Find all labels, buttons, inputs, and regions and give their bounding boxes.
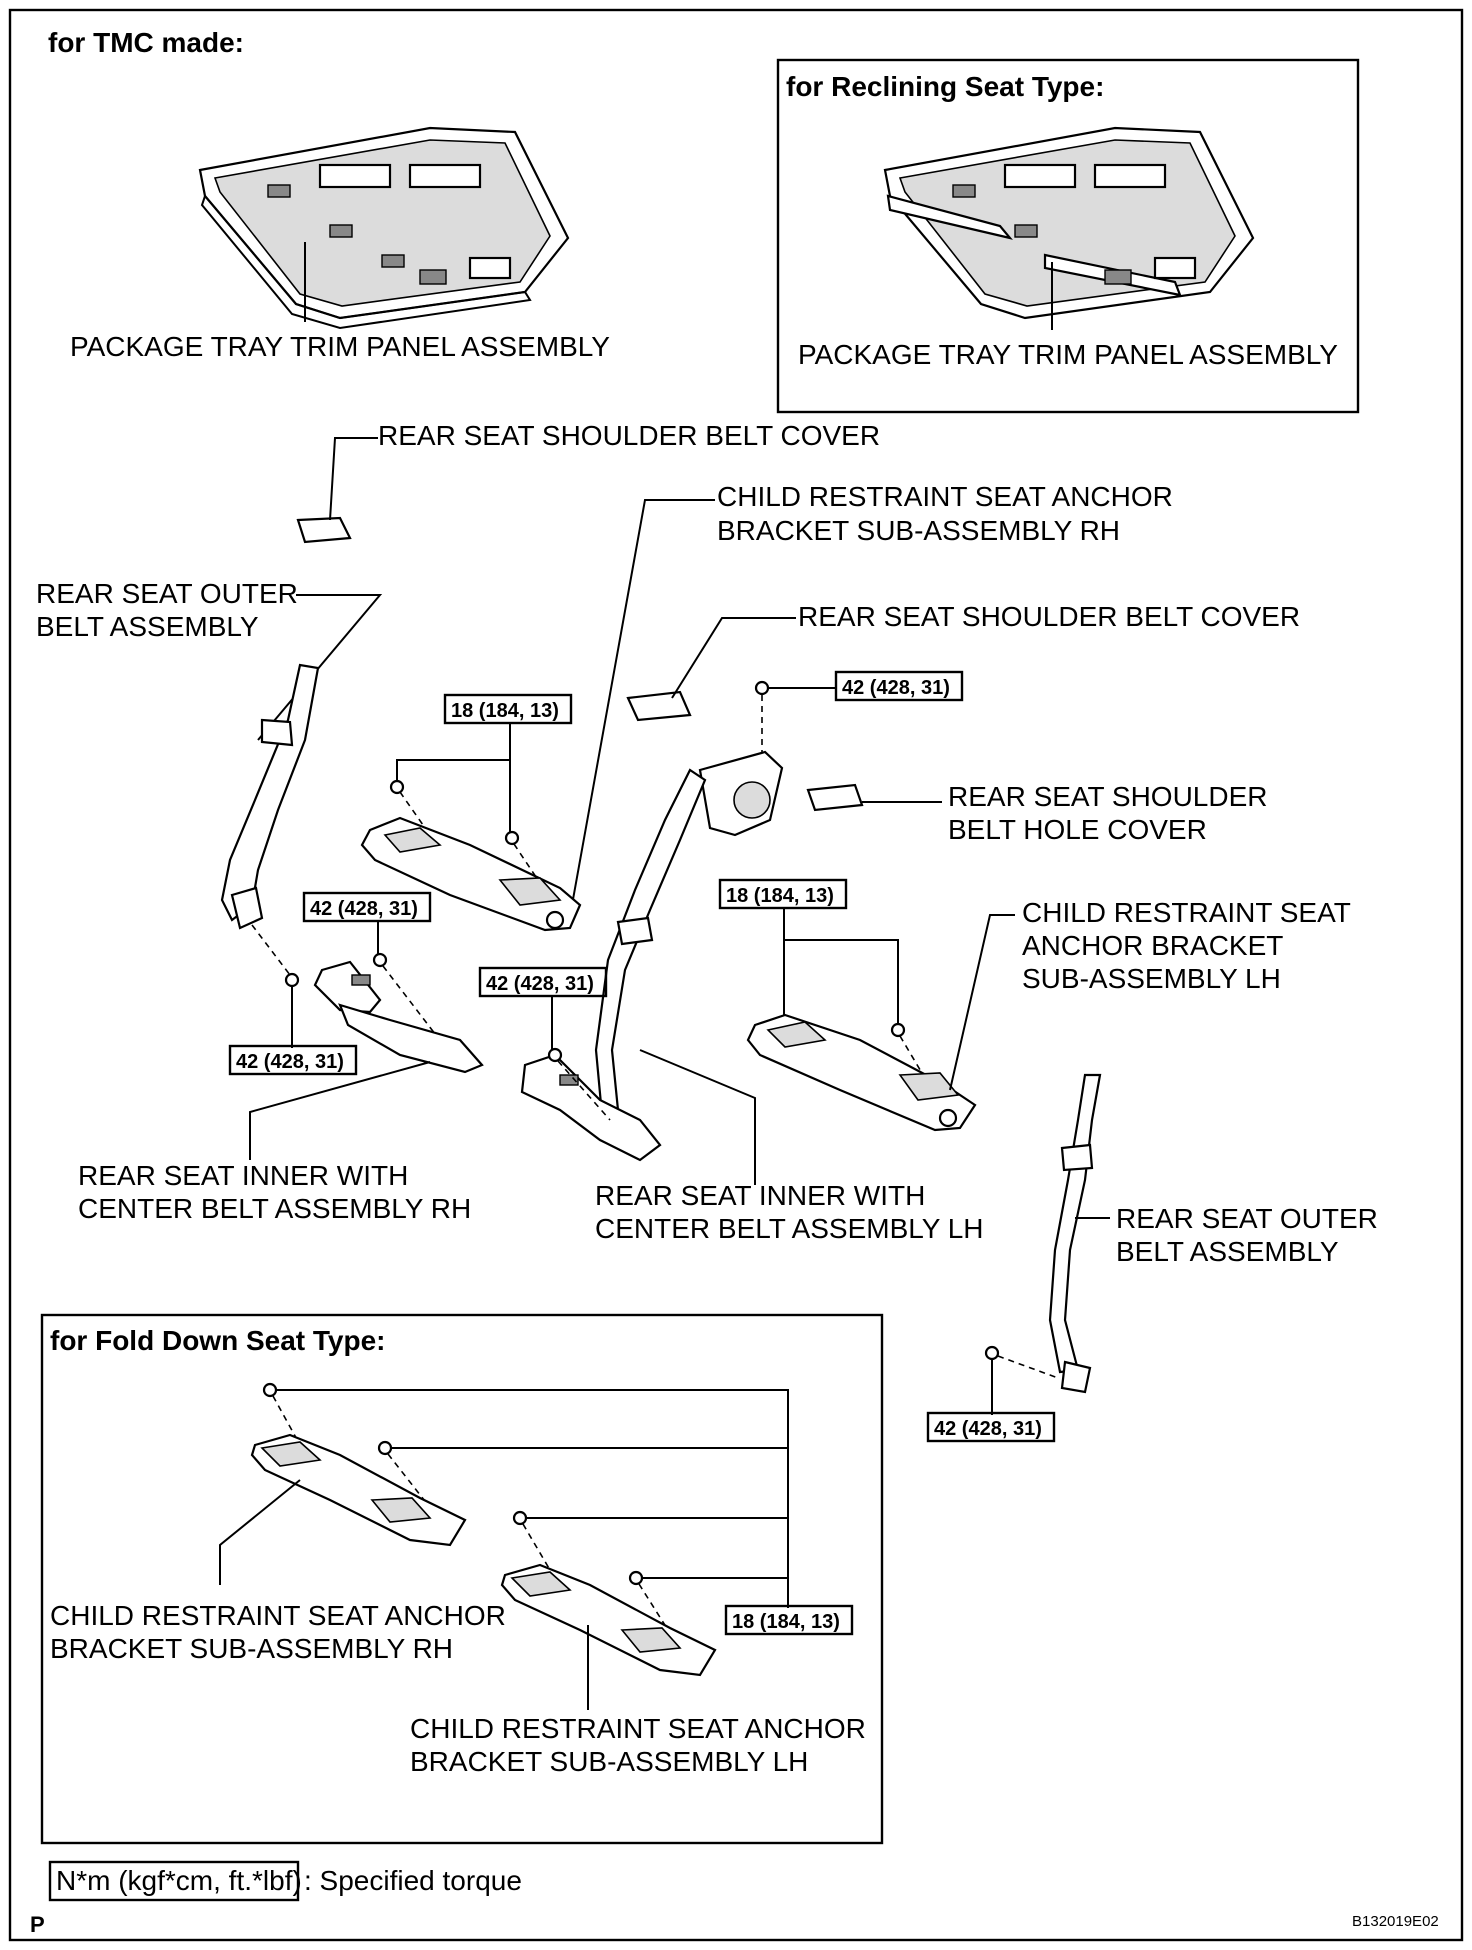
fold-leader-1 [276,1389,789,1608]
label-inner-lh-1: REAR SEAT INNER WITH [595,1180,925,1211]
torque-box-outer-lh [926,1411,1056,1443]
label-inner-rh-2: CENTER BELT ASSEMBLY RH [78,1193,471,1224]
leader-torque-anchor-rh [396,759,511,834]
legend-box [48,1860,300,1902]
fold-down-box [40,1313,884,1845]
bolt-anchor-rh-2 [504,830,520,846]
bolt-inner-rh [372,952,388,968]
leader-fold-anchor-rh [219,1479,301,1585]
anchor-bracket-lh-drawing [746,1013,977,1132]
leader-shoulder-cover-1 [329,437,378,521]
label-fold-anchor-rh-1: CHILD RESTRAINT SEAT ANCHOR [50,1600,506,1631]
fold-anchor-rh-drawing [250,1433,467,1547]
label-fold-anchor-lh-1: CHILD RESTRAINT SEAT ANCHOR [410,1713,866,1744]
page-border [8,8,1464,1942]
torque-inner-rh: 42 (428, 31) [310,898,418,920]
outer-belt-rh-drawing [220,663,320,930]
label-inner-rh-1: REAR SEAT INNER WITH [78,1160,408,1191]
torque-anchor-lh: 18 (184, 13) [726,885,834,907]
label-anchor-lh-1: CHILD RESTRAINT SEAT [1022,897,1351,928]
label-inner-lh-2: CENTER BELT ASSEMBLY LH [595,1213,984,1244]
inner-belt-lh-drawing [520,750,784,1162]
header-tmc: for TMC made: [48,27,244,58]
label-anchor-lh-3: SUB-ASSEMBLY LH [1022,963,1281,994]
bolt-dash-outer-lh [997,1355,1059,1379]
label-shoulder-cover-1: REAR SEAT SHOULDER BELT COVER [378,420,880,451]
fold-bolt-1 [262,1382,278,1398]
header-reclining: for Reclining Seat Type: [786,71,1104,102]
bolt-retractor [754,680,770,696]
label-hole-cover-2: BELT HOLE COVER [948,814,1207,845]
label-hole-cover-1: REAR SEAT SHOULDER [948,781,1267,812]
fold-bolt-4 [628,1570,644,1586]
fold-bolt-3 [512,1510,528,1526]
legend-text: : Specified torque [304,1865,522,1896]
leader-shoulder-cover-2 [671,617,796,699]
torque-box-retractor [834,670,964,702]
label-fold-anchor-rh-2: BRACKET SUB-ASSEMBLY RH [50,1633,453,1664]
label-fold-anchor-lh-2: BRACKET SUB-ASSEMBLY LH [410,1746,808,1777]
label-anchor-lh-2: ANCHOR BRACKET [1022,930,1283,961]
footer-code: B132019E02 [1352,1913,1439,1930]
shoulder-cover-1-drawing [296,516,352,544]
label-outer-rh-1: REAR SEAT OUTER [36,578,298,609]
bolt-inner-lh [547,1047,563,1063]
bolt-anchor-lh-2 [890,1022,906,1038]
inner-belt-rh-drawing [313,960,484,1074]
fold-bolt-2 [377,1440,393,1456]
torque-box-outer-rh [228,1044,358,1076]
torque-outer-rh: 42 (428, 31) [236,1051,344,1073]
torque-box-inner-lh [478,966,608,998]
label-tray-main: PACKAGE TRAY TRIM PANEL ASSEMBLY [70,331,610,362]
label-anchor-rh-1: CHILD RESTRAINT SEAT ANCHOR [717,481,1173,512]
torque-box-fold [724,1604,854,1636]
leader-anchor-rh [571,499,715,906]
bolt-dash-inner-rh [382,965,456,1061]
bolt-dash-inner-lh [557,1060,611,1121]
leader-inner-rh [249,1061,431,1160]
torque-retractor: 42 (428, 31) [842,677,950,699]
footer-corner: P [30,1912,45,1937]
label-outer-lh-2: BELT ASSEMBLY [1116,1236,1339,1267]
fold-dash-3 [522,1523,551,1571]
torque-outer-lh: 42 (428, 31) [934,1418,1042,1440]
torque-box-anchor-rh [443,693,573,725]
leader-torque-anchor-lh [783,908,899,1025]
leader-anchor-lh [949,914,1015,1091]
legend-unit: N*m (kgf*cm, ft.*lbf) [56,1865,302,1896]
torque-fold: 18 (184, 13) [732,1611,840,1633]
outer-belt-lh-drawing [1048,1073,1102,1394]
hole-cover-drawing [806,783,864,812]
shoulder-cover-2-drawing [626,690,692,722]
bolt-anchor-rh-1 [389,779,405,795]
package-tray-reclining-drawing [883,126,1255,320]
torque-inner-lh: 42 (428, 31) [486,973,594,995]
fold-anchor-lh-drawing [500,1563,717,1677]
label-tray-reclining: PACKAGE TRAY TRIM PANEL ASSEMBLY [798,339,1338,370]
bolt-outer-lh [984,1345,1000,1361]
bolt-dash-outer-rh [251,924,291,976]
torque-box-inner-rh [302,891,432,923]
header-fold-down: for Fold Down Seat Type: [50,1325,385,1356]
bolt-dash-anchor-rh-1 [399,791,431,836]
label-shoulder-cover-2: REAR SEAT SHOULDER BELT COVER [798,601,1300,632]
label-outer-rh-2: BELT ASSEMBLY [36,611,259,642]
leader-inner-lh [639,1049,756,1185]
label-outer-lh-1: REAR SEAT OUTER [1116,1203,1378,1234]
reclining-box [776,58,1360,414]
label-anchor-rh-2: BRACKET SUB-ASSEMBLY RH [717,515,1120,546]
anchor-bracket-rh-drawing [360,816,582,932]
bolt-outer-rh [284,972,300,988]
torque-anchor-rh: 18 (184, 13) [451,700,559,722]
fold-dash-4 [638,1583,669,1631]
package-tray-main-drawing [198,126,570,330]
